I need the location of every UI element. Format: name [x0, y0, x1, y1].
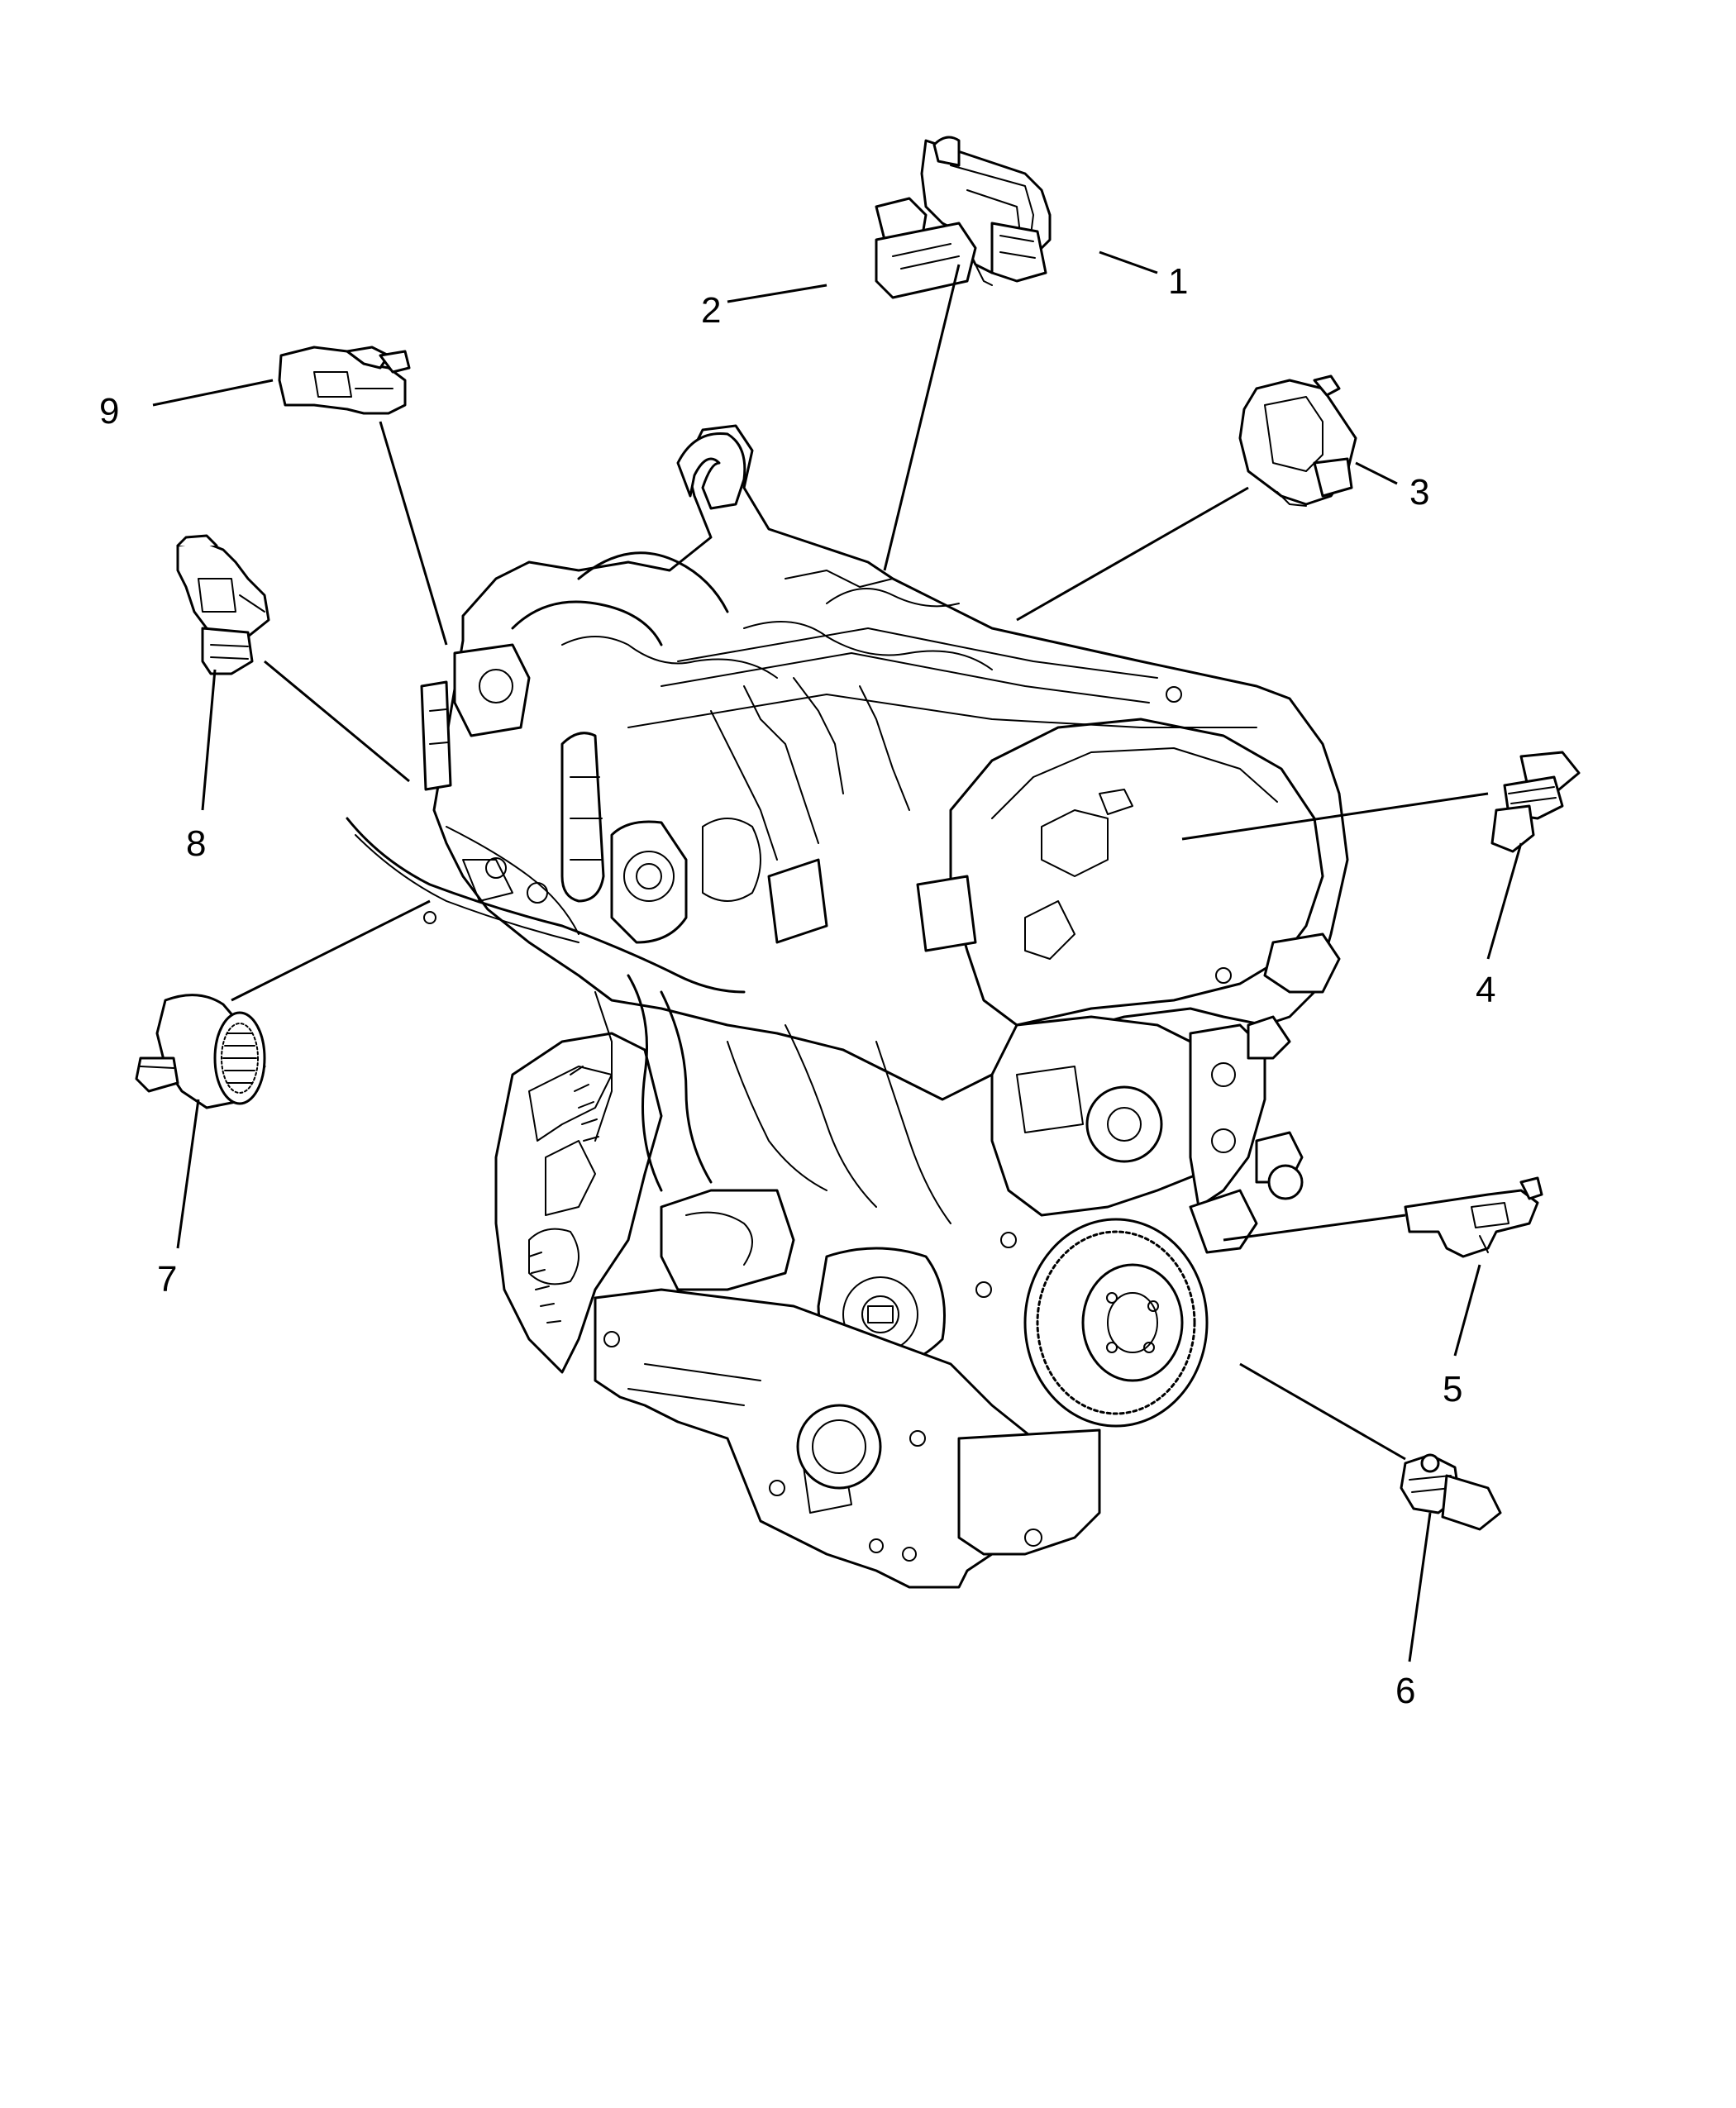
callout-8: 8 — [186, 823, 206, 864]
callout-1: 1 — [1168, 261, 1188, 302]
part-7-maf-sensor — [135, 994, 266, 1109]
part-8-sensor — [176, 534, 270, 675]
callout-9: 9 — [99, 391, 119, 432]
callout-7: 7 — [157, 1259, 177, 1300]
part-6-sensor — [1400, 1453, 1502, 1531]
crankshaft-damper — [1023, 1218, 1209, 1428]
callout-4: 4 — [1476, 970, 1495, 1010]
part-4-sensor — [1490, 751, 1581, 853]
callout-2: 2 — [701, 290, 721, 331]
leader-lines — [152, 250, 1523, 1662]
part-9-sensor — [278, 346, 411, 415]
part-1-2-pressure-sensor — [875, 136, 1052, 299]
callout-6: 6 — [1395, 1671, 1415, 1711]
callout-5: 5 — [1443, 1369, 1462, 1409]
ring-gear-teeth — [528, 1066, 599, 1323]
callout-3: 3 — [1409, 472, 1429, 513]
callout-labels: 1 2 3 4 5 6 7 8 9 — [99, 261, 1495, 1711]
part-5-sensor — [1404, 1176, 1543, 1258]
part-3-sensor — [1238, 374, 1357, 507]
engine-assembly — [346, 424, 1349, 1589]
